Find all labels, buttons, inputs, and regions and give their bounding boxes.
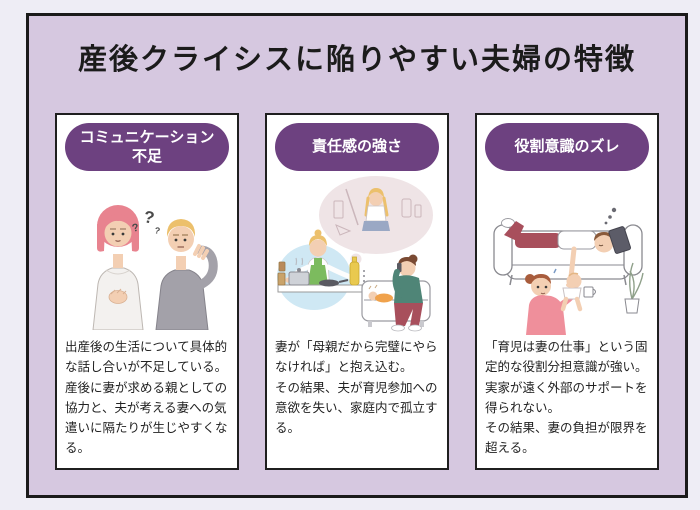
card-body-text: 「育児は妻の仕事」という固 定的な役割分担意識が強い。 実家が遠く外部のサポート… <box>485 340 648 456</box>
thought-bubble <box>319 176 433 265</box>
couple-miscommunication-illustration: ? ? ? <box>92 205 218 330</box>
cards-row: コミュニケーション 不足 <box>29 113 685 470</box>
card-communication-lack: コミュニケーション 不足 <box>55 113 239 470</box>
baby-on-sofa <box>368 284 393 303</box>
sleeping-husband-figure <box>501 207 631 280</box>
svg-text:?: ? <box>142 207 156 228</box>
tired-woman-in-bubble <box>362 188 390 231</box>
bottle <box>349 256 365 286</box>
card-sense-of-responsibility: 責任感の強さ <box>265 113 449 470</box>
poster-panel: 産後クライシスに陥りやすい夫婦の特徴 コミュニケーション 不足 <box>26 13 688 498</box>
baby-figure <box>560 272 583 312</box>
mother-with-baby-figure <box>525 268 583 335</box>
mug <box>583 286 596 298</box>
page-title: 産後クライシスに陥りやすい夫婦の特徴 <box>77 44 636 76</box>
illustration-communication-lack: ? ? ? <box>57 171 237 337</box>
card-role-awareness-gap: 役割意識のズレ <box>475 113 659 470</box>
sleep-zzz-icon <box>604 207 617 225</box>
illustration-role-awareness-gap <box>477 171 657 337</box>
overwhelmed-mother-illustration <box>277 176 433 332</box>
stressed-wife-figure <box>391 254 423 332</box>
card-header-pill: コミュニケーション 不足 <box>65 123 229 171</box>
wife-figure <box>92 205 144 330</box>
card-header-pill: 責任感の強さ <box>275 123 439 171</box>
husband-figure <box>155 219 218 330</box>
card-body-text: 出産後の生活について具体的 な話し合いが不足している。 産後に妻が求める親として… <box>65 340 228 456</box>
svg-text:?: ? <box>131 222 141 235</box>
plant <box>624 262 644 314</box>
illustration-sense-of-responsibility <box>267 171 447 337</box>
svg-text:?: ? <box>154 225 161 236</box>
card-header-pill: 役割意識のズレ <box>485 123 649 171</box>
question-marks-icon: ? ? ? <box>131 207 161 236</box>
card-body-text: 妻が「母親だから完璧にやら なければ」と抱え込む。 その結果、夫が育児参加への … <box>275 340 438 435</box>
sleeping-father-illustration <box>493 207 644 335</box>
